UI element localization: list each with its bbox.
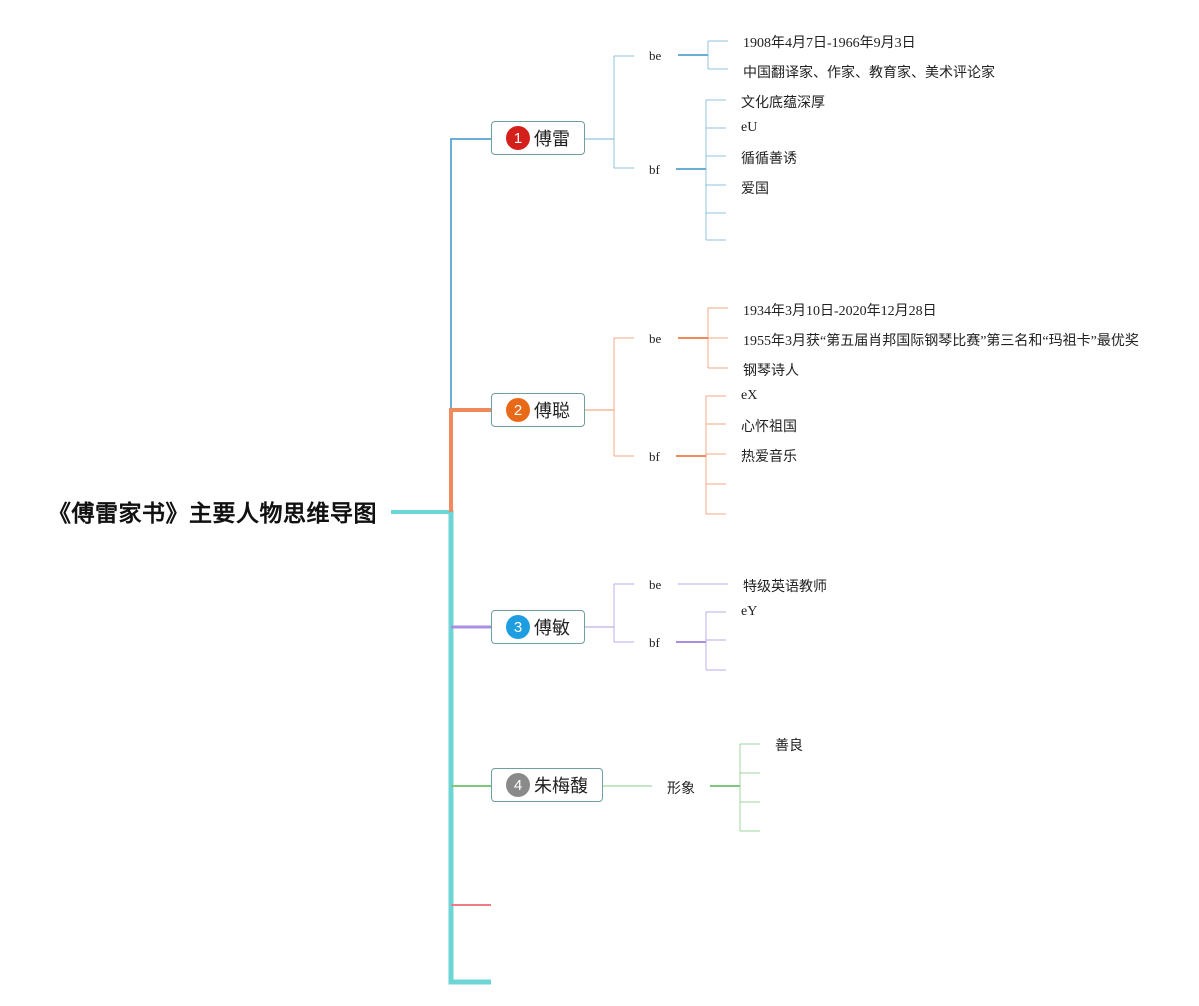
number-badge: 2 [506, 398, 530, 422]
node-label: 朱梅馥 [534, 776, 588, 797]
leaf-item[interactable]: 钢琴诗人 [743, 364, 799, 379]
node-fu-lei[interactable]: 1 傅雷 [491, 121, 585, 155]
leaf-item[interactable]: 中国翻译家、作家、教育家、美术评论家 [743, 66, 995, 81]
node-fu-min[interactable]: 3 傅敏 [491, 610, 585, 644]
leaf-item[interactable]: eU [741, 120, 758, 135]
branch-label[interactable]: bf [649, 162, 660, 177]
leaf-item[interactable]: eY [741, 604, 758, 619]
leaf-item[interactable]: 心怀祖国 [741, 420, 797, 435]
branch-label[interactable]: be [649, 577, 662, 592]
leaf-item[interactable]: 循循善诱 [741, 152, 797, 167]
node-label: 傅聪 [534, 401, 570, 422]
branch-label[interactable]: 形象 [667, 782, 695, 797]
leaf-item[interactable]: 特级英语教师 [743, 580, 827, 595]
branch-label[interactable]: bf [649, 449, 660, 464]
leaf-item[interactable]: 1955年3月获“第五届肖邦国际钢琴比赛”第三名和“玛祖卡”最优奖 [743, 334, 1139, 349]
node-label: 傅敏 [534, 618, 570, 639]
branch-label[interactable]: be [649, 48, 662, 63]
leaf-item[interactable]: 1908年4月7日-1966年9月3日 [743, 36, 916, 51]
number-badge: 4 [506, 773, 530, 797]
node-fu-cong[interactable]: 2 傅聪 [491, 393, 585, 427]
leaf-item[interactable]: 文化底蕴深厚 [741, 96, 825, 111]
leaf-item[interactable]: eX [741, 388, 758, 403]
root-title: 《傅雷家书》主要人物思维导图 [48, 501, 377, 527]
node-label: 傅雷 [534, 129, 570, 150]
node-zhu-meifu[interactable]: 4 朱梅馥 [491, 768, 603, 802]
leaf-item[interactable]: 爱国 [741, 182, 769, 197]
leaf-item[interactable]: 善良 [775, 739, 803, 754]
leaf-item[interactable]: 热爱音乐 [741, 450, 797, 465]
branch-label[interactable]: bf [649, 635, 660, 650]
number-badge: 3 [506, 615, 530, 639]
branch-label[interactable]: be [649, 331, 662, 346]
number-badge: 1 [506, 126, 530, 150]
leaf-item[interactable]: 1934年3月10日-2020年12月28日 [743, 304, 937, 319]
